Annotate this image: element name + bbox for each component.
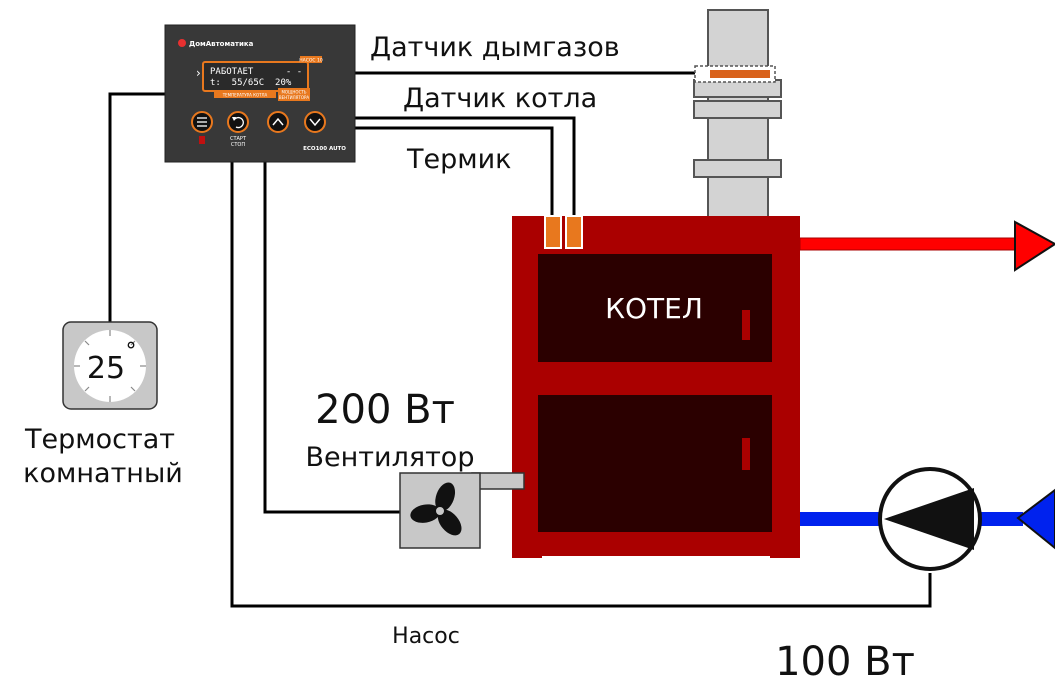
chevron-up-icon — [272, 117, 284, 126]
controller: ДомАвтоматика › РАБОТАЕТ - - t: 55/65C 2… — [164, 24, 356, 163]
cold-pipe-arrow — [1016, 488, 1055, 550]
tag-pump: НАСОС 10 — [299, 58, 323, 64]
fan-power-label: 200 Вт — [315, 387, 455, 433]
thermik-label: Термик — [406, 144, 511, 175]
fan-icon — [399, 472, 525, 549]
fan-label: Вентилятор — [306, 442, 475, 473]
cold-pipe — [800, 488, 1055, 550]
chevron-down-icon — [309, 118, 321, 127]
flue-sensor-label: Датчик дымгазов — [370, 32, 620, 63]
controller-model: ECO100 AUTO — [303, 146, 346, 152]
wire-boiler-sensor-inner — [355, 126, 554, 218]
down-button[interactable] — [304, 111, 326, 133]
thermostat-label-line2: комнатный — [23, 458, 183, 489]
tag-fan-power-1: МОЩНОСТЬ — [281, 90, 306, 95]
thermostat-label-line1: Термостат — [24, 424, 175, 455]
up-button[interactable] — [267, 111, 289, 133]
boiler-upper-door — [538, 254, 772, 362]
stop-caption: СТОП — [231, 142, 245, 148]
return-icon — [233, 116, 244, 129]
chimney — [693, 9, 782, 219]
wire-boiler-sensor-outer — [355, 116, 576, 218]
wire-thermostat — [108, 92, 165, 322]
boiler-label: КОТЕЛ — [605, 292, 703, 325]
start-caption: СТАРТ — [230, 136, 247, 142]
display-line-1: РАБОТАЕТ - - — [210, 67, 302, 77]
pump-icon — [878, 467, 982, 571]
hot-pipe — [799, 220, 1055, 272]
menu-button[interactable] — [191, 111, 213, 133]
pump-power-label: 100 Вт — [775, 639, 915, 679]
tag-boiler-temperature: ТЕМПЕРАТУРА КОТЛА — [222, 93, 268, 98]
indicator-icon — [199, 136, 205, 144]
room-thermostat: 25 ° — [62, 321, 158, 410]
hot-pipe-arrow — [1014, 220, 1055, 272]
menu-icon — [197, 117, 207, 127]
thermik-sensor-icon — [544, 215, 562, 249]
thermostat-degree: ° — [126, 339, 137, 364]
controller-brand: ДомАвтоматика — [189, 40, 254, 48]
flue-sensor-probe — [710, 70, 770, 78]
boiler-sensor-label: Датчик котла — [403, 83, 597, 114]
pump-label: Насос — [392, 624, 460, 649]
boiler: КОТЕЛ — [512, 215, 800, 558]
wiring — [108, 71, 932, 608]
display-line-2: t: 55/65C 20% — [210, 78, 292, 88]
wire-pump — [230, 162, 932, 608]
controller-arrow: › — [196, 66, 201, 80]
tag-fan-power-2: ВЕНТИЛЯТОРА — [279, 95, 310, 100]
brand-logo-icon — [178, 39, 186, 47]
thermostat-temperature: 25 — [87, 351, 125, 386]
start-stop-button[interactable] — [227, 111, 249, 133]
boiler-sensor-icon — [565, 215, 583, 249]
wire-fan — [263, 162, 400, 514]
boiler-lower-door — [538, 395, 772, 532]
